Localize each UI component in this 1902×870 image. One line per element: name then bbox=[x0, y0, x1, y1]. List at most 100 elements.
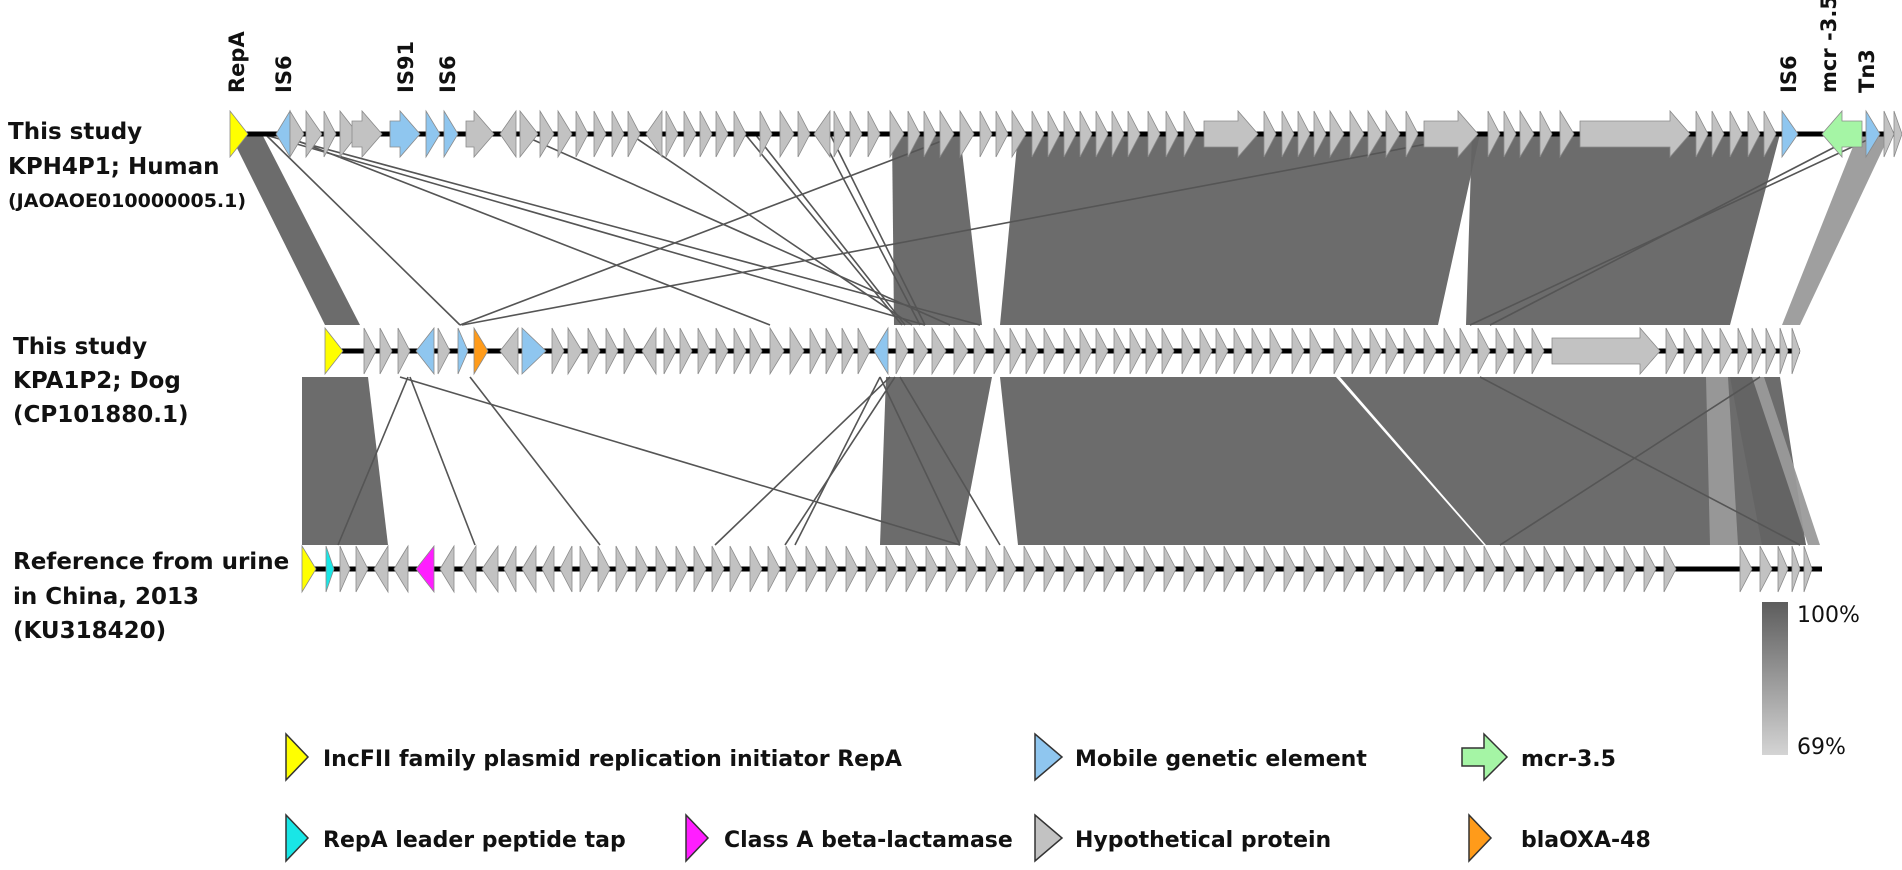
gene-arrow bbox=[1883, 110, 1895, 158]
gene-arrow bbox=[425, 109, 441, 159]
gene-arrow bbox=[355, 545, 369, 593]
gene-arrow bbox=[1163, 545, 1177, 593]
synteny-link bbox=[899, 376, 1001, 546]
gene-arrow bbox=[779, 109, 795, 159]
gene-arrow bbox=[437, 327, 451, 375]
synteny-band-2-3 bbox=[1752, 377, 1820, 545]
gene-arrow bbox=[1079, 110, 1093, 158]
gene-arrow bbox=[627, 110, 641, 158]
gene-arrow bbox=[715, 327, 729, 375]
gene-arrow bbox=[1291, 327, 1305, 375]
gene-arrow bbox=[615, 545, 629, 593]
gene-arrow bbox=[1503, 110, 1517, 158]
gene-arrow bbox=[379, 327, 393, 375]
identity-min-label: 69% bbox=[1797, 735, 1846, 760]
gene-arrow bbox=[521, 544, 537, 594]
gene-arrow bbox=[1113, 327, 1127, 375]
gene-arrow bbox=[1043, 545, 1057, 593]
synteny-link bbox=[629, 133, 913, 326]
synteny-link bbox=[1499, 376, 1761, 546]
gene-arrow bbox=[923, 110, 937, 158]
gene-arrow bbox=[1161, 327, 1175, 375]
gene-arrow bbox=[1583, 545, 1597, 593]
gene-arrow bbox=[635, 545, 649, 593]
legend-leader-peptide-label: RepA leader peptide tap bbox=[323, 828, 626, 853]
gene-arrow bbox=[1251, 327, 1265, 375]
gene-arrow bbox=[715, 110, 729, 158]
gene-arrow bbox=[849, 110, 863, 158]
gene-arrow bbox=[1313, 110, 1327, 158]
gene-arrow bbox=[521, 327, 547, 375]
legend-hypothetical-label: Hypothetical protein bbox=[1075, 828, 1331, 853]
gene-label-is6-b: IS6 bbox=[436, 55, 460, 93]
gene-arrow bbox=[1663, 545, 1677, 593]
gene-arrow bbox=[1739, 545, 1753, 593]
gene-arrow bbox=[363, 327, 377, 375]
genome-tracks bbox=[229, 109, 1902, 594]
gene-arrow bbox=[229, 109, 249, 159]
synteny-link bbox=[754, 133, 906, 326]
gene-arrow bbox=[1385, 109, 1401, 159]
gene-arrow bbox=[841, 327, 855, 375]
gene-arrow bbox=[711, 545, 725, 593]
gene-arrow bbox=[885, 545, 899, 593]
gene-arrow bbox=[1083, 545, 1097, 593]
legend-repa-triangle-icon bbox=[285, 732, 310, 782]
gene-arrow bbox=[759, 110, 773, 158]
gene-arrow bbox=[1791, 545, 1801, 593]
gene-arrow bbox=[865, 545, 879, 593]
legend-leader-peptide-triangle-icon bbox=[285, 813, 310, 863]
gene-arrow bbox=[1763, 110, 1777, 158]
legend-oxa48-triangle-icon bbox=[1468, 813, 1493, 863]
gene-arrow bbox=[1423, 545, 1437, 593]
gene-arrow bbox=[1223, 545, 1237, 593]
track-1-title-line2: KPH4P1; Human bbox=[8, 154, 219, 180]
gene-arrow bbox=[1519, 109, 1535, 159]
gene-arrow bbox=[1063, 110, 1077, 158]
legend-mobile-element-label: Mobile genetic element bbox=[1075, 747, 1367, 772]
gene-arrow bbox=[597, 545, 611, 593]
gene-arrow bbox=[973, 327, 987, 375]
gene-arrow bbox=[457, 327, 469, 375]
legend-item-beta-lactamase: Class A beta-lactamase bbox=[685, 813, 1013, 863]
track-label-3: Reference from urine in China, 2013 (KU3… bbox=[13, 549, 289, 644]
gene-arrow bbox=[1719, 327, 1733, 375]
track-1-title-line1: This study bbox=[8, 119, 142, 145]
legend-hypothetical-triangle-icon bbox=[1034, 813, 1064, 863]
gene-arrow bbox=[1283, 545, 1297, 593]
synteny-band-2-3 bbox=[1706, 377, 1738, 545]
gene-arrow bbox=[895, 327, 909, 375]
synteny-link bbox=[269, 133, 981, 326]
gene-arrow bbox=[1079, 327, 1093, 375]
gene-labels: RepA IS6 IS91 IS6 IS6 mcr -3.5 Tn3 bbox=[225, 0, 1879, 93]
gene-arrow bbox=[1203, 109, 1259, 159]
synteny-link bbox=[784, 376, 896, 546]
gene-arrow bbox=[1543, 545, 1557, 593]
gene-arrow bbox=[1323, 545, 1337, 593]
gene-arrow bbox=[1523, 545, 1537, 593]
gene-arrow bbox=[1747, 110, 1761, 158]
gene-arrow bbox=[1129, 327, 1143, 375]
gene-arrow bbox=[1309, 327, 1323, 375]
gene-arrow bbox=[1443, 545, 1457, 593]
gene-arrow bbox=[1483, 545, 1497, 593]
gene-arrow bbox=[833, 110, 847, 158]
gene-arrow bbox=[1011, 109, 1027, 159]
gene-arrow bbox=[1477, 327, 1491, 375]
synteny-link bbox=[469, 376, 601, 546]
track-2-title-line2: KPA1P2; Dog bbox=[13, 368, 181, 394]
synteny-link bbox=[744, 133, 903, 326]
gene-arrow bbox=[1821, 109, 1863, 159]
synteny-band-1-2 bbox=[892, 134, 982, 325]
gene-arrow bbox=[931, 326, 947, 376]
gene-arrow bbox=[993, 327, 1007, 375]
gene-arrow bbox=[1297, 110, 1311, 158]
gene-arrow bbox=[1403, 545, 1417, 593]
gene-arrow bbox=[623, 327, 637, 375]
gene-arrow bbox=[749, 545, 763, 593]
legend-item-repa: IncFII family plasmid replication initia… bbox=[285, 732, 902, 782]
synteny-band-2-3 bbox=[1000, 377, 1484, 545]
gene-arrow bbox=[397, 327, 411, 375]
gene-arrow bbox=[461, 544, 477, 594]
gene-label-is6-c: IS6 bbox=[1777, 55, 1801, 93]
